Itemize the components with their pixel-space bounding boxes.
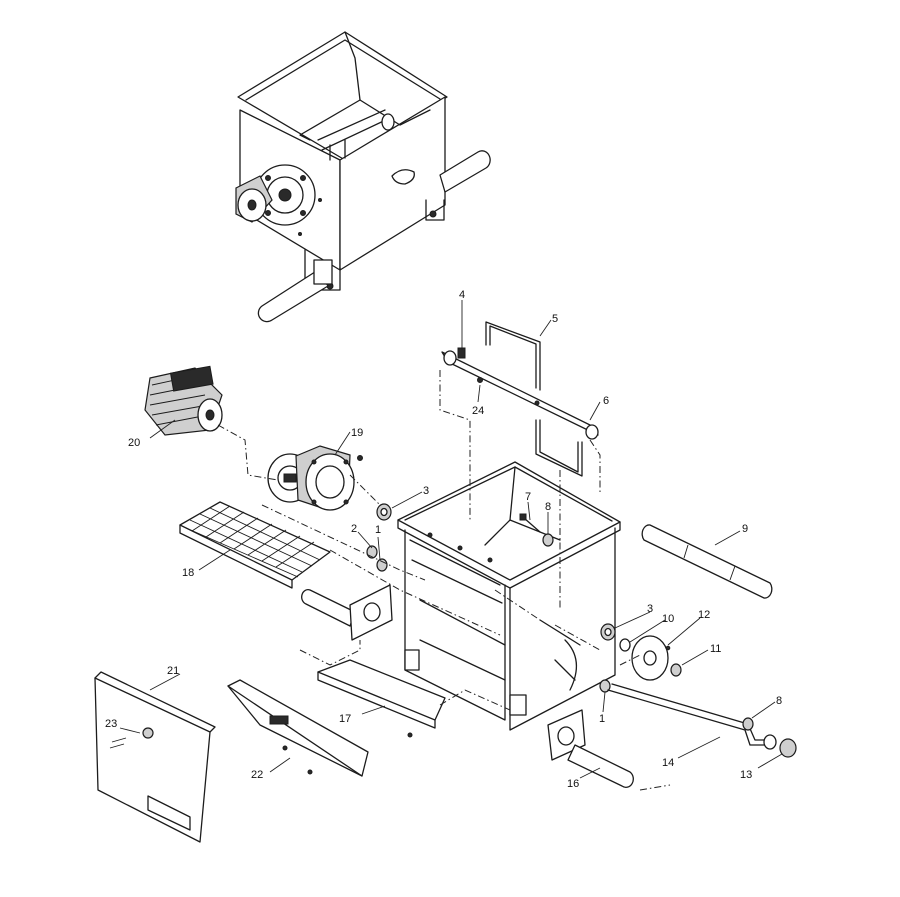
callout-19: 19 [351,427,363,439]
bracket-part-22 [227,679,369,777]
callout-labels: 4 5 6 24 20 19 3 2 1 7 8 9 18 3 10 12 11… [105,289,782,790]
callout-9: 9 [742,523,748,535]
callout-2: 2 [351,523,357,535]
callout-22: 22 [251,769,263,781]
inlet-tube-left [301,584,393,641]
callout-21: 21 [167,665,179,677]
callout-3-upper: 3 [423,485,429,497]
motor-part-20 [144,365,223,436]
callout-17: 17 [339,713,351,725]
hopper-frame [397,461,621,731]
callout-23: 23 [105,718,117,730]
callout-14: 14 [662,757,674,769]
callout-8-lower: 8 [776,695,782,707]
callout-16: 16 [567,778,579,790]
door-panel-part-21 [94,671,216,843]
callout-12: 12 [698,609,710,621]
screen-grid-part-18 [179,501,331,589]
callout-6: 6 [603,395,609,407]
callout-20: 20 [128,437,140,449]
assembly-dash-lines [217,370,671,791]
small-hardware [366,503,682,693]
assembled-machine-view [235,31,491,323]
chute-plate-part-17 [317,659,446,738]
callout-4: 4 [459,289,465,301]
callout-18: 18 [182,567,194,579]
crank-rod-part-14 [607,683,797,758]
callout-10: 10 [662,613,674,625]
callout-3-lower: 3 [647,603,653,615]
tube-part-16 [547,709,634,789]
upper-shaft-assembly [441,321,599,477]
callout-5: 5 [552,313,558,325]
callout-1-upper: 1 [375,524,381,536]
callout-24: 24 [472,405,484,417]
callout-1-lower: 1 [599,713,605,725]
callout-7: 7 [525,491,531,503]
callout-8-upper: 8 [545,501,551,513]
shaft-part-9 [641,524,773,599]
leader-lines [119,300,783,779]
coupling-part-19 [267,445,363,511]
callout-13: 13 [740,769,752,781]
callout-11: 11 [710,643,721,655]
